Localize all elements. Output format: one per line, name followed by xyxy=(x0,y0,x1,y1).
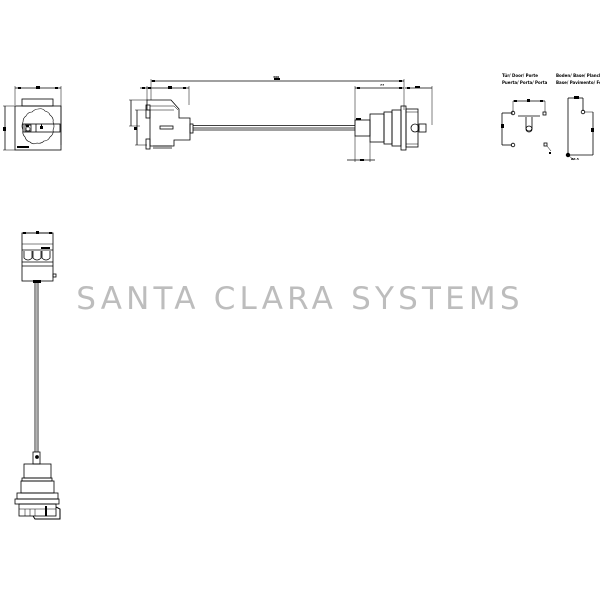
top-view-assembly xyxy=(14,231,61,520)
dimension-coupling-depth: 77 xyxy=(380,83,385,87)
floor-cutout-label-2: Base/ Pavimento/ Fondo xyxy=(556,80,600,85)
floor-cutout-drawing xyxy=(565,96,594,161)
door-cutout-label-2: Puerta/ Porta/ Porta xyxy=(502,80,548,85)
door-cutout-label-1: Tür/ Door/ Porte xyxy=(502,73,538,78)
dimension-hole-diameter: Ø4.5 xyxy=(571,157,579,161)
door-cutout-drawing xyxy=(501,99,552,154)
floor-cutout-label-1: Boden/ Base/ Plancher/ xyxy=(556,73,600,78)
front-view-handle xyxy=(3,86,62,151)
side-view-assembly xyxy=(129,78,433,162)
dimension-overall-length: 300 xyxy=(273,75,280,79)
